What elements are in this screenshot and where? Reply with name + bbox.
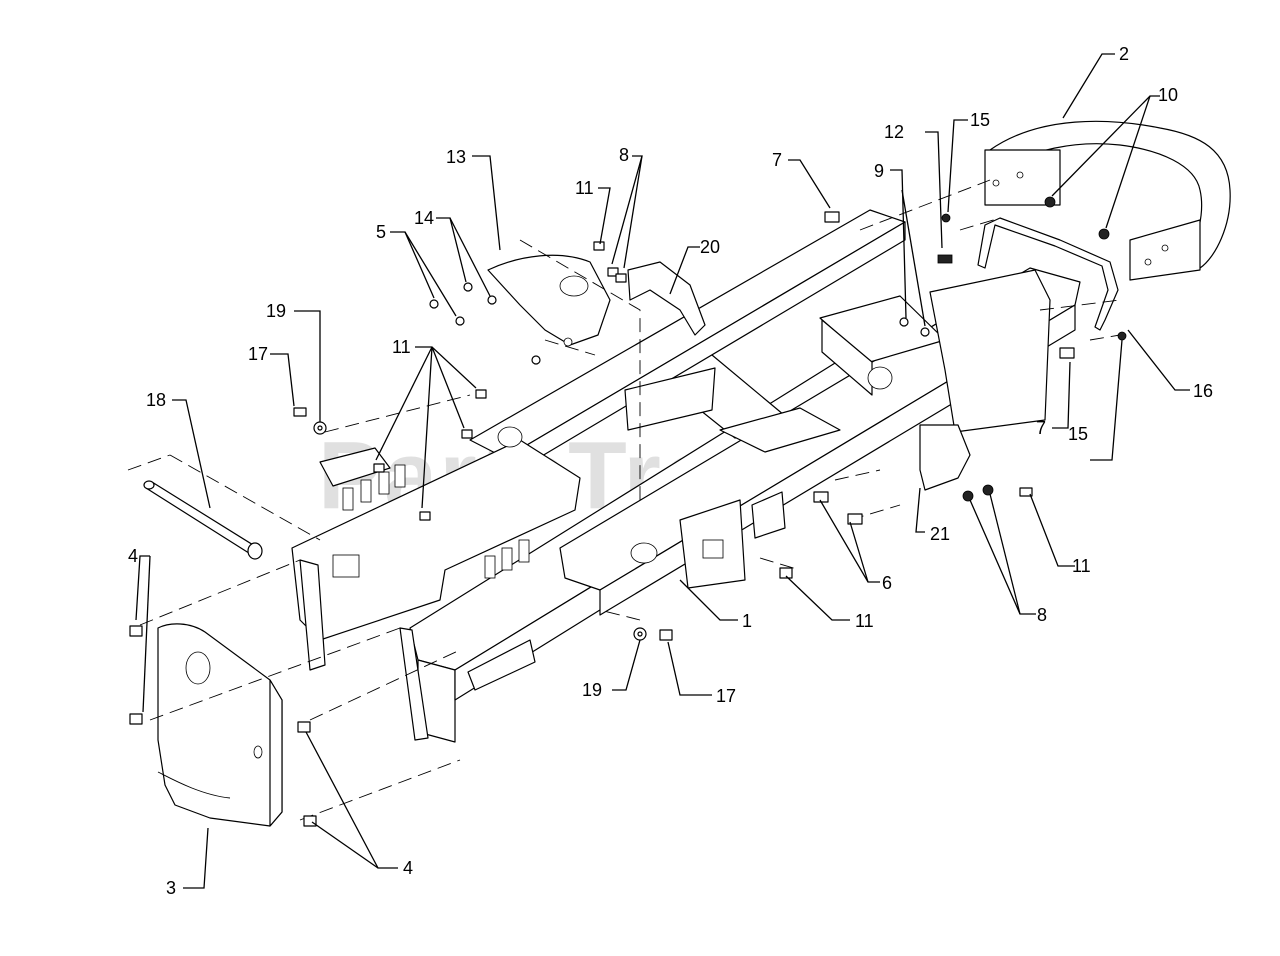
callout-17: 17 xyxy=(716,686,736,706)
callout-11: 11 xyxy=(392,337,411,357)
main-frame xyxy=(291,209,1081,743)
upper-plates xyxy=(487,254,716,431)
assembly-guides xyxy=(127,179,1121,821)
rod xyxy=(977,217,1119,331)
rear-bumper xyxy=(984,120,1231,281)
callout-4: 4 xyxy=(403,858,413,878)
callout-19: 19 xyxy=(266,301,286,321)
callout-11: 11 xyxy=(855,611,874,631)
callout-16: 16 xyxy=(1193,381,1213,401)
callout-20: 20 xyxy=(700,237,720,257)
callout-18: 18 xyxy=(146,390,166,410)
callout-5: 5 xyxy=(376,222,386,242)
hardware xyxy=(129,196,1127,827)
callout-17: 17 xyxy=(248,344,268,364)
callout-19: 19 xyxy=(582,680,602,700)
callout-12: 12 xyxy=(884,122,904,142)
callout-10: 10 xyxy=(1158,85,1178,105)
callout-2: 2 xyxy=(1119,44,1129,64)
callout-13: 13 xyxy=(446,147,466,167)
callout-3: 3 xyxy=(166,878,176,898)
callout-7: 7 xyxy=(1036,418,1046,438)
axle-rod xyxy=(143,480,263,560)
callout-15: 15 xyxy=(970,110,990,130)
callout-11: 11 xyxy=(575,178,594,198)
callout-11: 11 xyxy=(1072,556,1091,576)
callout-1: 1 xyxy=(742,611,752,631)
leader-lines xyxy=(135,53,1190,889)
callout-8: 8 xyxy=(1037,605,1047,625)
callout-4: 4 xyxy=(128,546,138,566)
front-plate xyxy=(157,623,283,827)
callout-15: 15 xyxy=(1068,424,1088,444)
callout-8: 8 xyxy=(619,145,629,165)
callout-9: 9 xyxy=(874,161,884,181)
callout-6: 6 xyxy=(882,573,892,593)
callout-21: 21 xyxy=(930,524,950,544)
side-bracket xyxy=(919,424,971,491)
callout-7: 7 xyxy=(772,150,782,170)
callout-labels: 2 10 12 15 9 7 8 13 11 20 14 5 19 17 11 … xyxy=(128,44,1213,898)
callout-14: 14 xyxy=(414,208,434,228)
